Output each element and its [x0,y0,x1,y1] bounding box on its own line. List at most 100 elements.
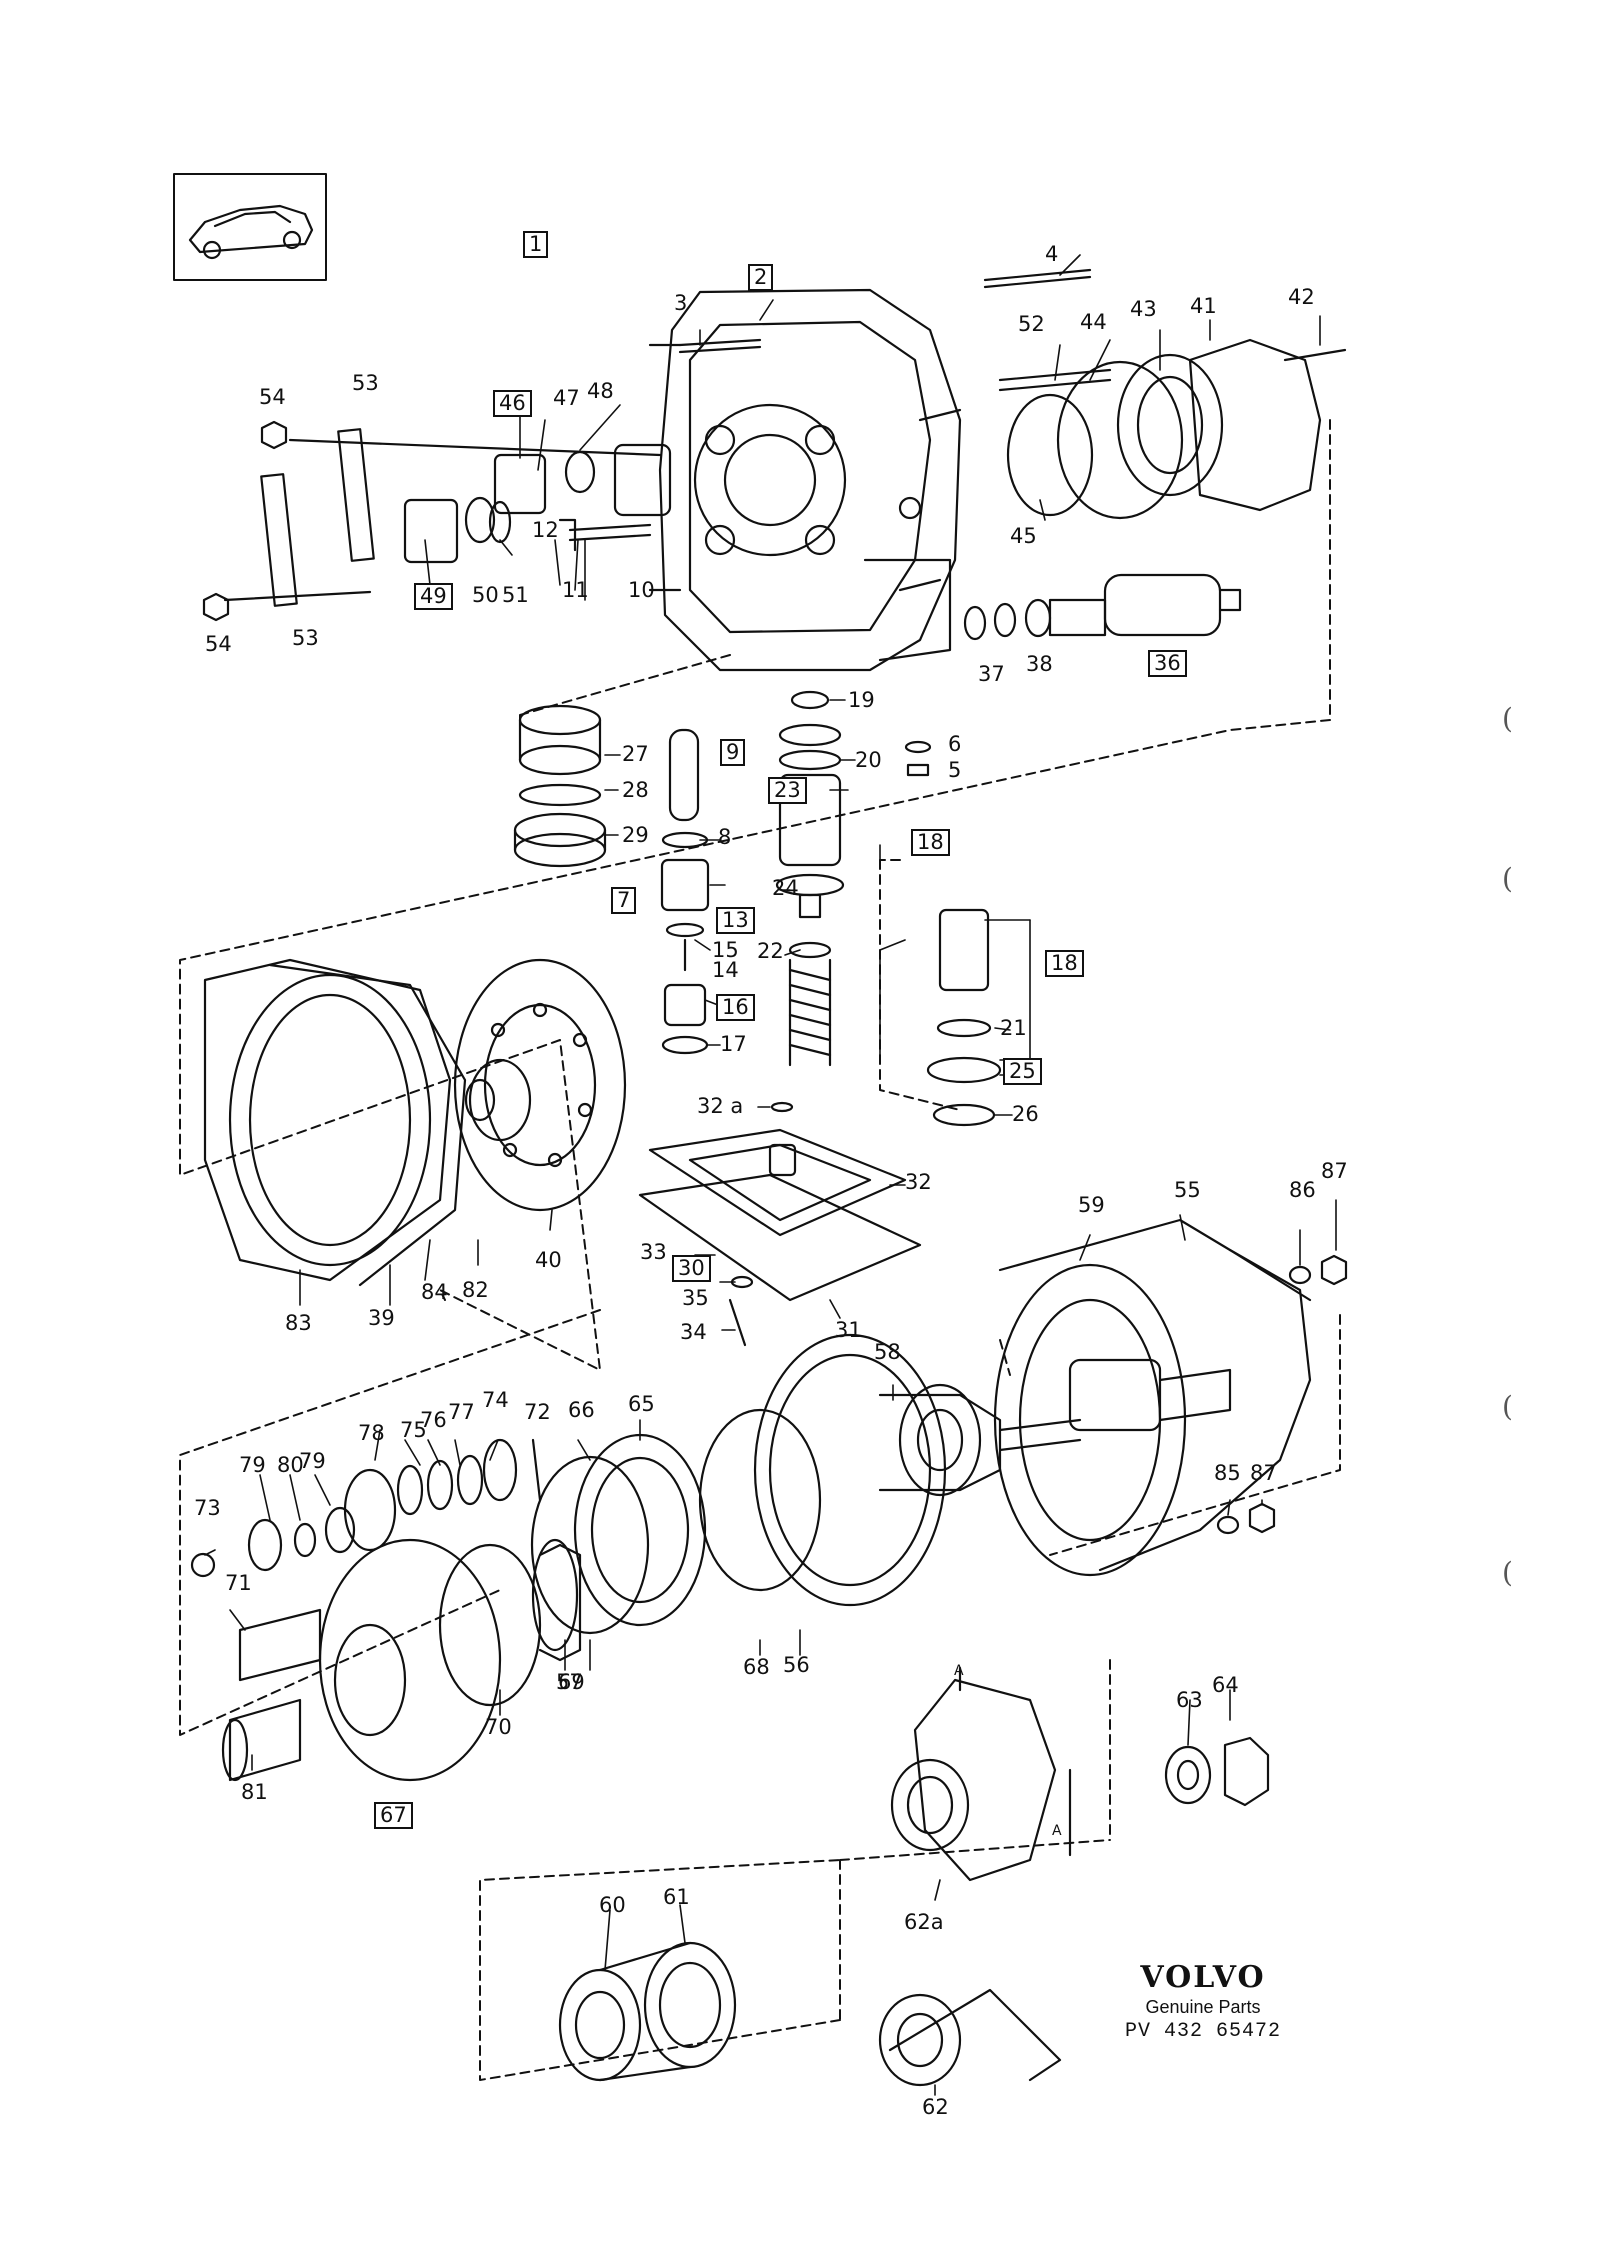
callout-label: 5 [948,758,962,782]
solenoid-assembly [963,573,1242,641]
callout-label: 75 [400,1418,427,1442]
callout-label: 17 [720,1032,747,1056]
callout-label: 7 [611,887,637,914]
washer-nut-63-64 [1164,1736,1270,1807]
callout-label: 28 [622,778,649,802]
callout-label: 52 [1018,312,1045,336]
callout-label: 47 [553,386,580,410]
callout-label: 85 [1214,1461,1241,1485]
callout-label: 9 [720,739,746,766]
callout-label: 83 [285,1311,312,1335]
rear-cover-assembly [998,338,1347,520]
callout-label: 16 [716,994,755,1021]
callout-label: 67 [374,1802,413,1829]
callout-label: 53 [352,371,379,395]
stud-4 [983,268,1092,289]
callout-label: 45 [1010,524,1037,548]
callout-label: 33 [640,1240,667,1264]
piston-parts [403,443,672,564]
volvo-logo: VOLVO [1140,1960,1266,1995]
margin-mark: ( [1502,862,1513,895]
callout-label: 56 [783,1653,810,1677]
stud-3 [678,338,762,354]
callout-label: 50 [472,583,499,607]
callout-label: 63 [1176,1688,1203,1712]
callout-label: 62a [904,1910,944,1934]
callout-label: 76 [420,1408,447,1432]
callout-label: 27 [622,742,649,766]
callout-label: 15 [712,938,739,962]
callout-label: 48 [587,379,614,403]
callout-label: 20 [855,748,882,772]
callout-label: 74 [482,1388,509,1412]
callout-label: 80 [277,1453,304,1477]
callout-label: 26 [1012,1102,1039,1126]
callout-label: 31 [835,1318,862,1342]
planetary-gear-assembly [190,1333,1082,1635]
callout-label: A [1052,1823,1062,1839]
brand-subtitle: Genuine Parts [1145,1997,1261,2017]
callout-label: 87 [1250,1461,1277,1485]
callout-label: 71 [225,1571,252,1595]
callout-label: 30 [672,1255,711,1282]
callout-label: 3 [674,291,688,315]
transmission-housing [648,288,962,672]
companion-flanges [878,1666,1072,2087]
margin-mark: ( [1502,1556,1513,1589]
callout-label: 11 [562,578,589,602]
callout-label: 57 [556,1670,583,1694]
part-catalog-code: PV 432 65472 [1124,2020,1282,2043]
valve-spring-stack-left [513,704,607,868]
callout-label: 32 a [697,1094,744,1118]
extension-housing [993,1218,1348,1577]
callout-label: 22 [757,939,784,963]
callout-label: 2 [748,264,774,291]
callout-label: 13 [716,907,755,934]
callout-label: 53 [292,626,319,650]
callout-label: 60 [599,1893,626,1917]
callout-label: 79 [299,1449,326,1473]
callout-label: 64 [1212,1673,1239,1697]
callout-label: 34 [680,1320,707,1344]
clamp-plates [202,420,662,622]
callout-label: 41 [1190,294,1217,318]
margin-mark: ( [1502,1390,1513,1423]
callout-label: 82 [462,1278,489,1302]
callout-label: 62 [922,2095,949,2119]
callout-label: 61 [663,1885,690,1909]
callout-label: 19 [848,688,875,712]
callout-label: 35 [682,1286,709,1310]
callout-label: A [954,1663,964,1679]
callout-label: 54 [205,632,232,656]
callout-label: 78 [358,1421,385,1445]
callout-label: 59 [1078,1193,1105,1217]
callout-label: 12 [532,518,559,542]
callout-label: 38 [1026,652,1053,676]
callout-label: 10 [628,578,655,602]
callout-label: 55 [1174,1178,1201,1202]
callout-label: 23 [768,777,807,804]
callout-label: 79 [239,1453,266,1477]
callout-label: 25 [1003,1058,1042,1085]
car-thumbnail-icon [173,173,327,281]
callout-label: 86 [1289,1178,1316,1202]
margin-mark: ( [1502,702,1513,735]
oil-pan-assembly [638,1101,922,1347]
callout-label: 44 [1080,310,1107,334]
valve-parts-center [660,690,1002,1127]
callout-label: 54 [259,385,286,409]
callout-label: 18 [911,829,950,856]
callout-label: 42 [1288,285,1315,309]
callout-label: 36 [1148,650,1187,677]
callout-label: 43 [1130,297,1157,321]
callout-label: 8 [718,825,732,849]
callout-label: 1 [523,231,549,258]
callout-label: 73 [194,1496,221,1520]
callout-label: 70 [485,1715,512,1739]
callout-label: 4 [1045,242,1059,266]
bell-housing-assembly [203,958,627,1287]
callout-label: 84 [421,1280,448,1304]
volvo-branding: VOLVO Genuine Parts PV 432 65472 [1118,1960,1288,2043]
callout-label: 39 [368,1306,395,1330]
